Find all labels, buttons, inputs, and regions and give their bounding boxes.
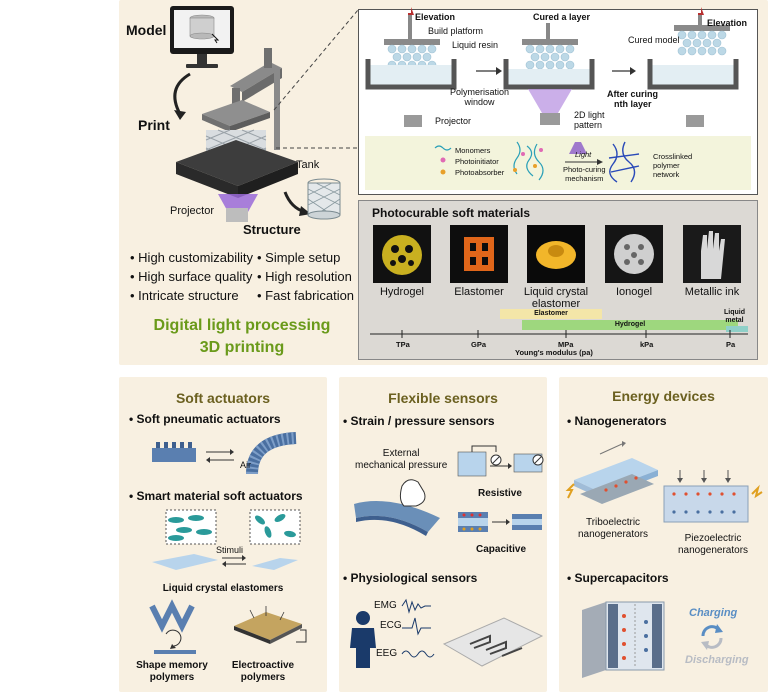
axis-label-modulus: Young's modulus (pa) [515,348,593,357]
pneumatic-actuator-illustration [152,432,297,475]
mechanism-strip [365,136,751,190]
capacitive-label: Capacitive [476,544,527,555]
eeg-label: EEG [376,648,398,659]
print-label: Print [138,117,170,133]
elastomer-image [450,225,508,283]
electrode-patch-illustration [442,617,544,667]
polymerisation-window-label: Polymerisation window [450,87,510,107]
structure-label: Structure [243,222,301,237]
strain-subtitle: • Strain / pressure sensors [343,414,495,428]
tank-label: Tank [296,159,320,171]
feature-5: • Intricate structure [130,288,239,303]
material-label-hydrogel: Hydrogel [379,286,425,298]
resistive-sensor-illustration [457,445,544,477]
photoinitiator-label: Photoinitiator [455,157,499,166]
elevation-right-label: Elevation [707,18,748,28]
material-label-ionogel: Ionogel [615,286,653,298]
discharging-label: Discharging [685,654,749,666]
projector-small-label: Projector [435,116,472,126]
pressure-sensor-illustration [354,479,440,536]
materials-title: Photocurable soft materials [372,206,531,220]
cured-layer-label: Cured a layer [533,12,591,22]
lce-image [527,225,585,283]
smart-material-subtitle: • Smart material soft actuators [129,489,303,503]
supercapacitors-subtitle: • Supercapacitors [567,571,669,585]
crosslinked-label: Crosslinked polymer network [653,152,693,179]
triboelectric-illustration [565,441,658,504]
liquid-metal-bar [726,326,748,332]
photo-curing-label: Photo-curing mechanism [563,165,606,183]
tribo-label: Triboelectric nanogenerators [577,517,649,540]
feature-1: • High customizability [130,250,254,265]
feature-2: • Simple setup [257,250,341,265]
main-title-line2: 3D printing [199,339,285,356]
ecg-label: ECG [380,620,402,631]
model-label: Model [126,22,167,38]
tick-gpa: GPa [471,340,487,349]
supercapacitor-illustration [582,601,665,678]
eap-illustration [234,606,307,644]
elastomer-range-bar: Elastomer [500,309,602,319]
monitor-icon [170,6,234,68]
person-icon [350,611,376,668]
hydrogel-range-bar: Hydrogel [522,320,738,330]
hydrogel-image [373,225,431,283]
modulus-axis [370,330,748,338]
feature-6: • Fast fabrication [257,288,355,303]
cured-model-label: Cured model [628,35,680,45]
ionogel-image [605,225,663,283]
metallic-ink-image [683,225,741,283]
pneumatic-subtitle: • Soft pneumatic actuators [129,412,281,426]
piezo-label: Piezoelectric nanogenerators [677,533,749,556]
capacitive-sensor-illustration [458,512,542,532]
energy-title: Energy devices [612,388,715,404]
charging-label: Charging [689,607,738,619]
material-label-lce: Liquid crystal elastomer [523,286,589,310]
after-curing-label: After curing [607,89,659,99]
tick-mpa: MPa [558,340,574,349]
sensors-title: Flexible sensors [388,390,498,406]
feature-4: • High resolution [257,269,352,284]
tick-pa: Pa [726,340,736,349]
eap-label: Electroactive polymers [231,660,295,683]
tick-tpa: TPa [396,340,410,349]
monomers-label: Monomers [455,146,491,155]
nanogenerators-subtitle: • Nanogenerators [567,414,667,428]
build-platform-label: Build platform [428,26,484,36]
physiological-subtitle: • Physiological sensors [343,571,478,585]
smp-illustration [149,599,196,654]
nth-layer-label: nth layer [614,99,652,109]
actuators-title: Soft actuators [175,390,271,406]
printer-illustration [176,48,298,222]
feature-3: • High surface quality [130,269,253,284]
lattice-cylinder-icon [307,178,341,220]
external-pressure-label: External mechanical pressure [355,448,448,471]
liquid-metal-label: Liquid metal [724,309,745,324]
flow-arrow-icon [173,72,191,120]
process-steps-illustration [365,7,739,127]
photoabsorber-label: Photoabsorber [455,168,505,177]
liquid-resin-label: Liquid resin [452,40,499,50]
elevation-left-label: Elevation [415,12,456,22]
main-title-line1: Digital light processing [153,317,331,334]
material-label-elastomer: Elastomer [454,286,504,298]
zoom-connector [273,9,359,149]
air-label: Air [240,460,251,470]
tick-kpa: kPa [640,340,654,349]
mechanism-illustration [434,141,640,183]
material-label-metallic-ink: Metallic ink [684,286,740,298]
emg-label: EMG [374,600,397,611]
lce-actuator-illustration [152,509,301,570]
smp-label: Shape memory polymers [136,660,208,683]
cycle-arrows-icon [701,624,723,650]
resistive-label: Resistive [478,488,522,499]
piezoelectric-illustration [663,470,763,523]
lce-label: Liquid crystal elastomers [162,583,284,594]
projector-label: Projector [170,205,215,217]
light-pattern-label: 2D light pattern [574,110,605,130]
signal-waves-illustration [401,598,435,658]
stimuli-label: Stimuli [216,545,244,555]
light-label: Light [575,150,592,159]
